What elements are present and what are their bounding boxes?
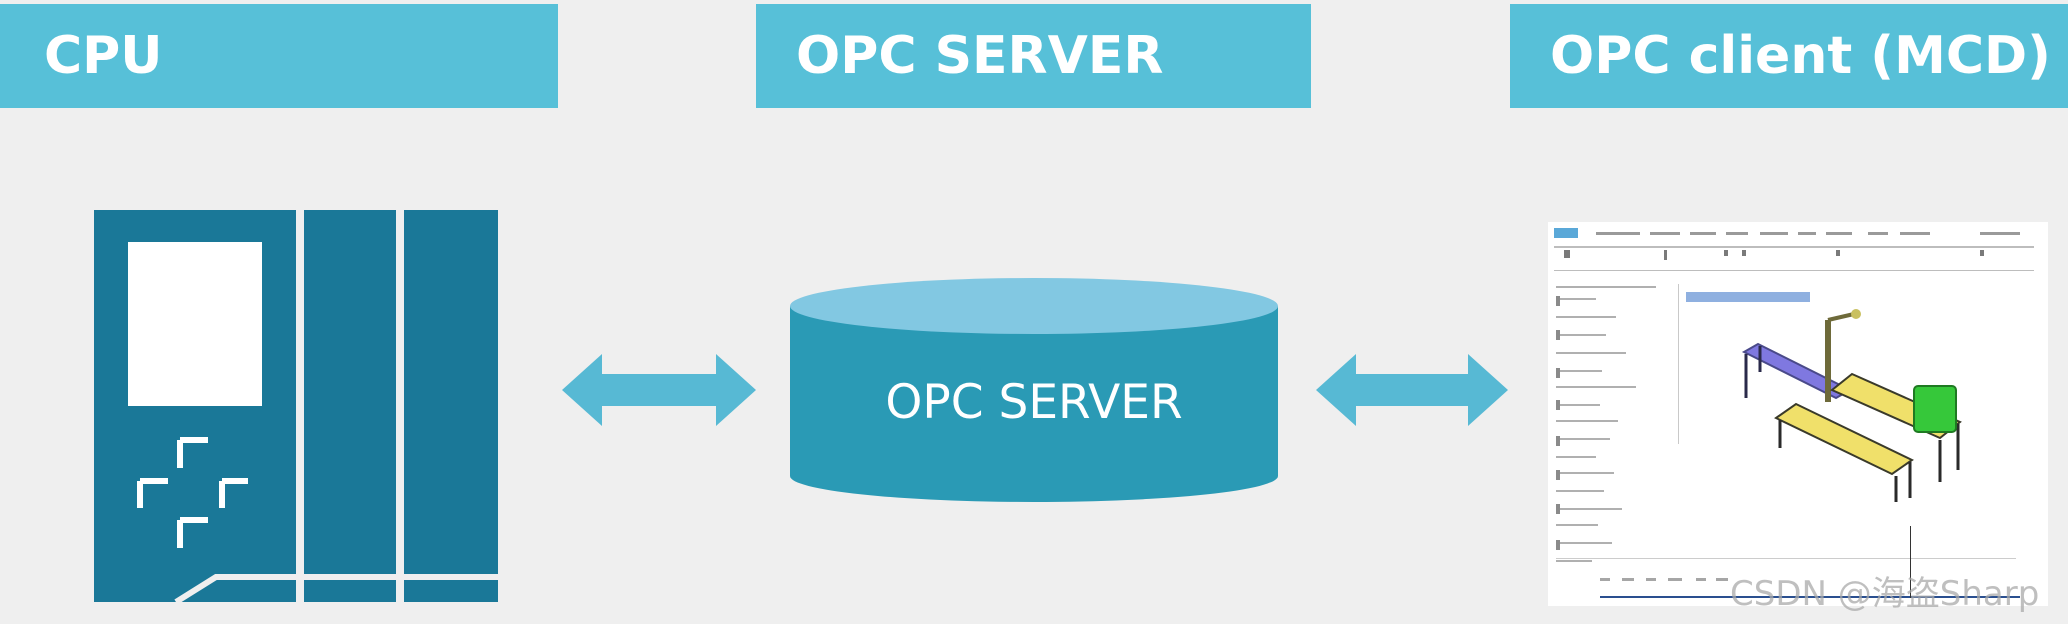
plc-module-icon	[94, 210, 498, 605]
cpu-header: CPU	[0, 4, 558, 108]
double-arrow-icon	[1316, 354, 1508, 426]
double-arrow-icon	[562, 354, 756, 426]
mcd-application-screenshot	[1548, 222, 2048, 606]
opc-server-header: OPC SERVER	[756, 4, 1311, 108]
cylinder-label: OPC SERVER	[885, 375, 1182, 430]
opc-client-header: OPC client (MCD)	[1510, 4, 2068, 108]
database-cylinder-icon: OPC SERVER	[790, 278, 1278, 502]
watermark-text: CSDN @海盗Sharp	[1730, 574, 2040, 614]
